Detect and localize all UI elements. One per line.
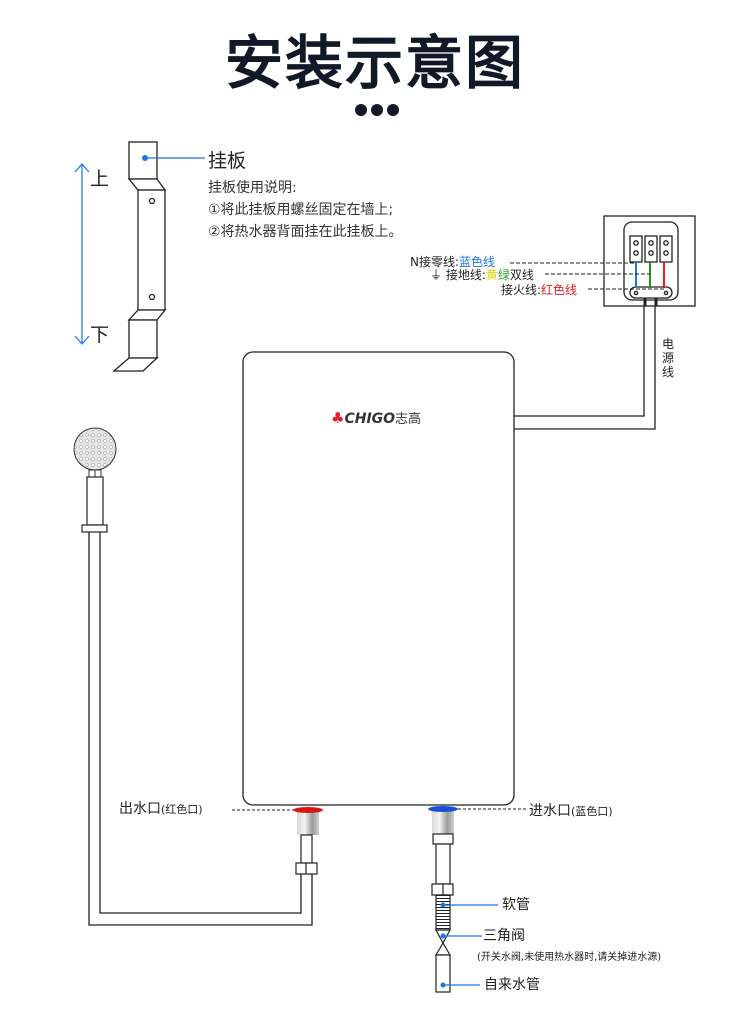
outlet-label: 出水口(红色口) [119,801,203,818]
brand-name-en: CHIGO [344,411,396,427]
up-label: 上 [90,168,110,190]
ground-icon: ⏚ [430,268,443,282]
brand-name-cn: 志高 [395,412,422,427]
outlet-note: (红色口) [161,803,203,816]
valve-label: 三角阀 [483,928,525,944]
title-decoration-dots [355,104,399,118]
bracket-callout [142,155,205,161]
water-heater-body [242,351,515,806]
bracket-instructions-title: 挂板使用说明: [208,180,297,196]
supply-pipe-label: 自来水管 [484,977,540,993]
live-color-text: 红色线 [541,283,578,297]
hose-label: 软管 [502,897,530,913]
live-label-text: 接火线: [501,283,542,297]
wiring-leaders [510,262,664,290]
page-title: 安装示意图 [224,29,525,97]
chigo-logo-icon: ♣ [331,409,345,427]
junction-box [603,215,696,307]
shower-head [73,427,117,533]
bracket-instruction-1: ①将此挂板用螺丝固定在墙上; [208,202,394,218]
ground-color-rest: 双线 [509,268,534,282]
shower-hose [88,532,313,926]
inlet-label: 进水口(蓝色口) [529,803,613,820]
bracket-instruction-2: ②将热水器背面挂在此挂板上。 [208,224,403,240]
power-cord-label: 电源线 [661,337,674,379]
outlet-label-text: 出水口 [119,801,161,817]
outlet-port [293,807,323,875]
bracket-label: 挂板 [208,150,247,172]
live-wire-label: 接火线:红色线 [501,282,577,298]
neutral-wire-label: N接零线:蓝色线 [410,254,495,270]
inlet-label-text: 进水口 [529,803,571,819]
down-label: 下 [90,324,110,346]
valve-note: (开关水阀,未使用热水器时,请关掉进水源) [477,952,662,963]
ground-color-green: 绿 [497,268,510,282]
dot [387,104,399,116]
inlet-port [428,806,458,896]
ground-color-yellow: 黄 [485,268,498,282]
neutral-color-text: 蓝色线 [459,255,496,269]
flexible-hose [435,894,451,931]
power-cord [514,298,658,430]
up-down-arrow [74,163,90,345]
wall-bracket [112,141,167,372]
ground-label-text: 接地线: [445,268,486,282]
ground-wire-label: ⏚ 接地线:黄绿双线 [430,267,534,283]
supply-pipe [435,954,451,993]
plumbing-callouts [440,902,498,988]
dot [371,104,383,116]
brand-logo: ♣CHIGO志高 [331,408,421,427]
dot [355,104,367,116]
neutral-label-text: N接零线: [410,255,460,269]
inlet-note: (蓝色口) [571,805,613,818]
